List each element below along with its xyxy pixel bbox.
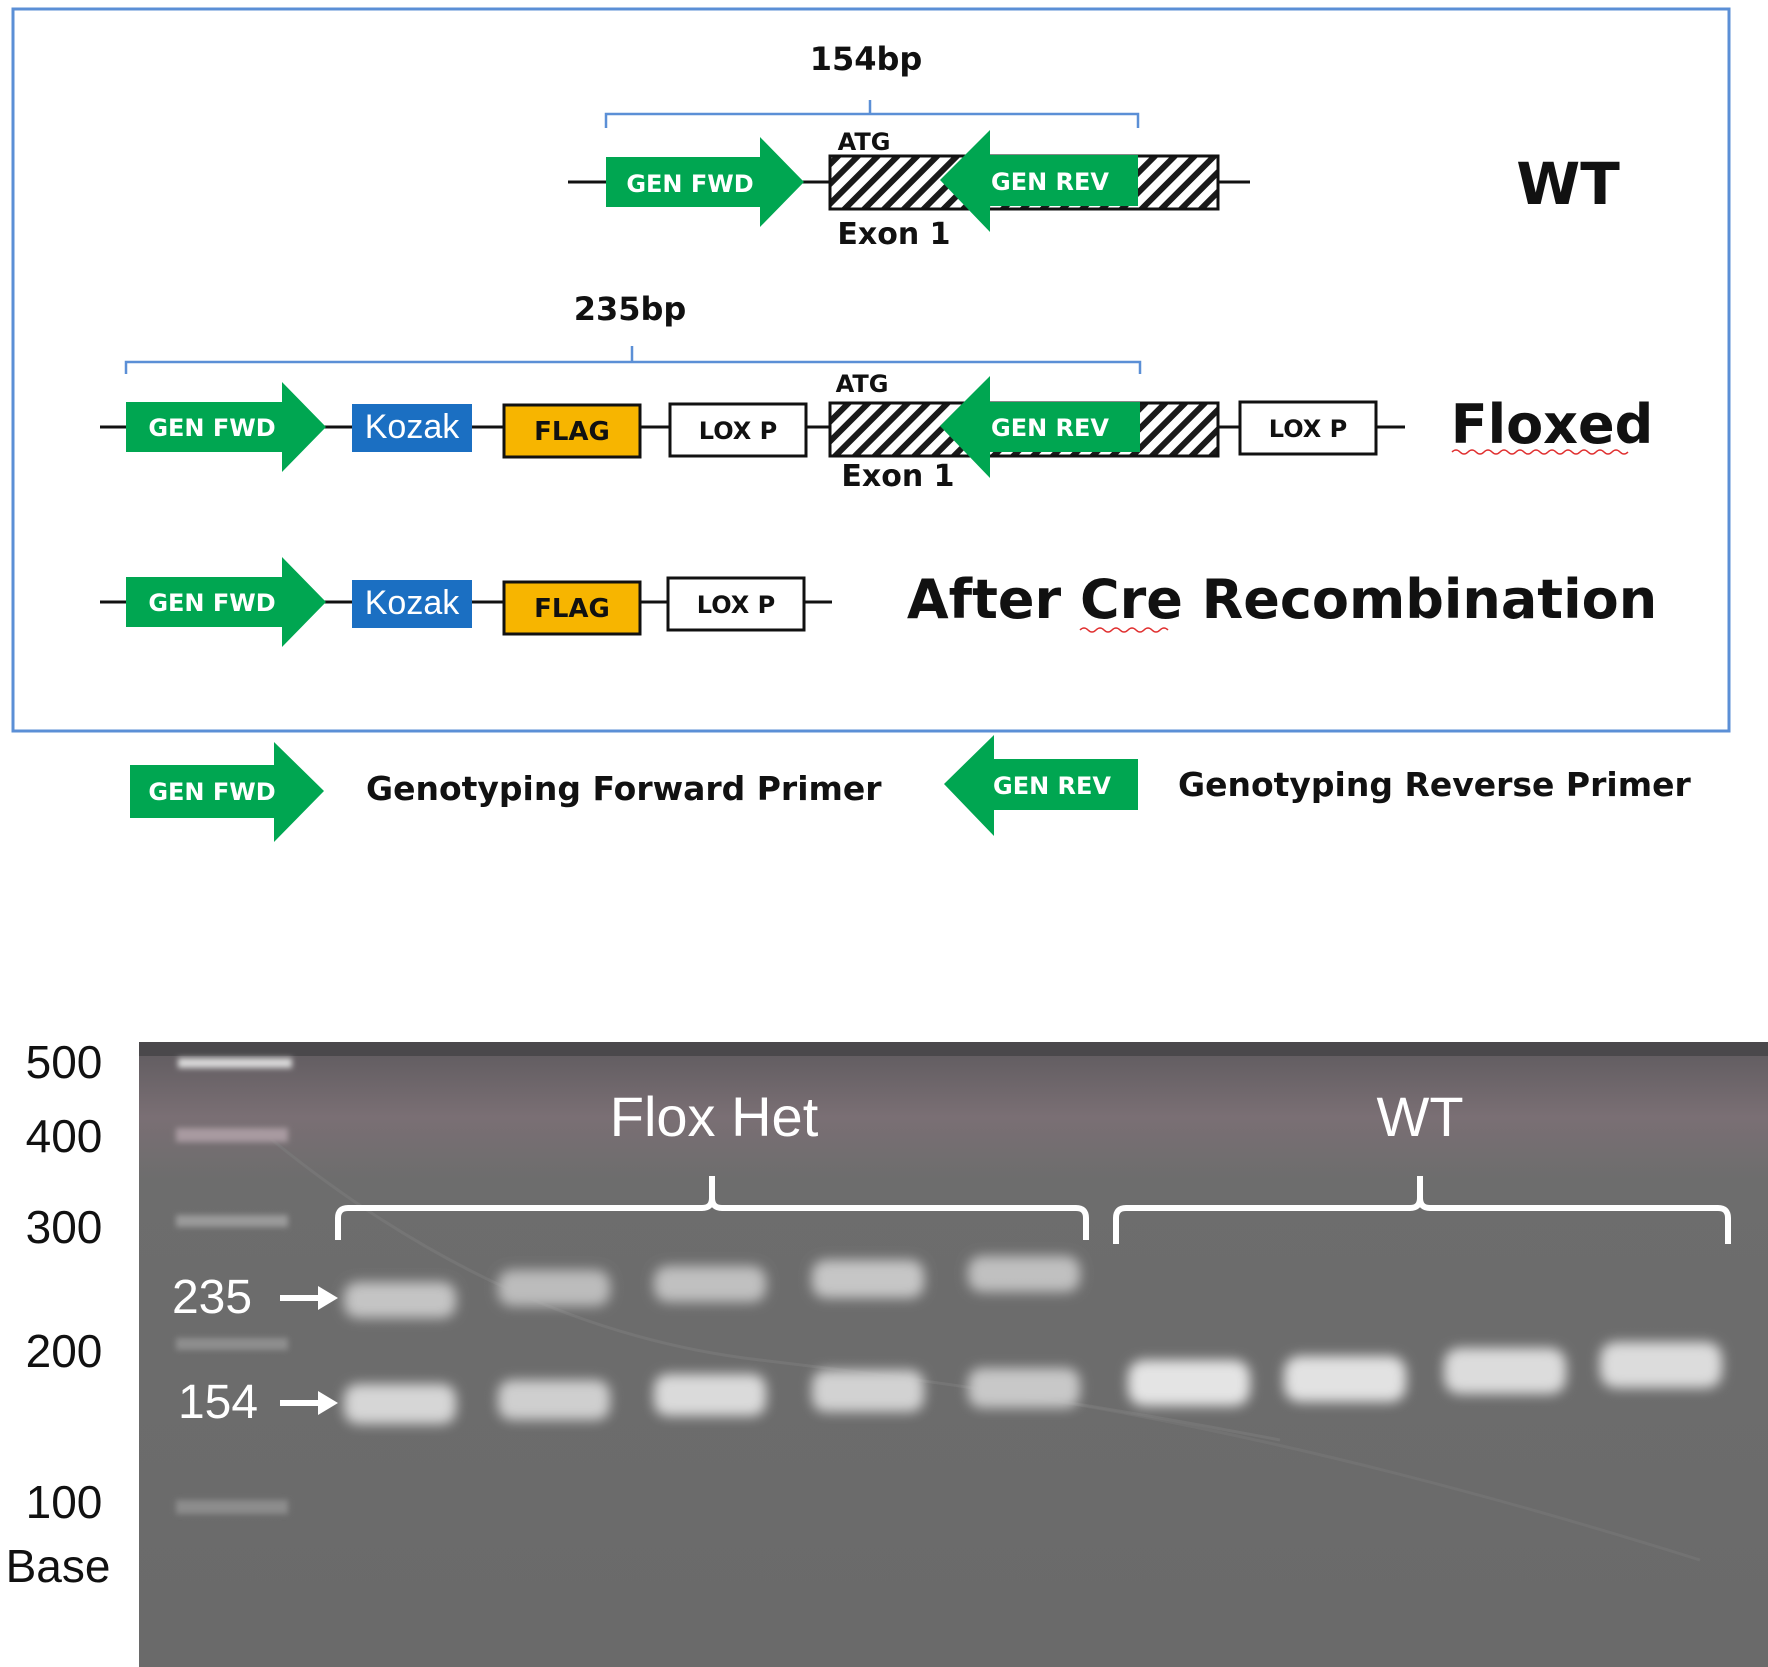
floxed-loxp-box-2 [1238, 400, 1378, 456]
legend-fwd-primer-icon [130, 742, 324, 842]
cre-spellcheck-underline [1079, 627, 1169, 633]
cre-loxp-label: LOX P [697, 591, 775, 619]
cre-loxp-box [666, 576, 806, 632]
gel-group-label-flox-het: Flox Het [610, 1085, 819, 1148]
ladder-lane [176, 1058, 292, 1514]
legend-rev-primer-icon [944, 735, 1138, 836]
ladder-band-300 [176, 1215, 288, 1227]
ladder-well [178, 1058, 292, 1068]
wt-fwd-primer-arrow [606, 137, 804, 227]
ladder-label-300: 300 [26, 1201, 103, 1253]
gel-bracket-flox-het [335, 1176, 1089, 1240]
flox-lane-5-band-235 [968, 1256, 1080, 1292]
wt-row-label: WT [1516, 150, 1620, 218]
gel-ladder-labels: 500 400 300 200 100 Base [6, 1036, 111, 1592]
flox-lane-3-band-235 [654, 1266, 766, 1302]
wt-size-label: 154bp [810, 40, 923, 78]
band-label-154: 154 [178, 1376, 258, 1429]
wt-fwd-primer-label: GEN FWD [626, 170, 753, 198]
flox-het-lanes [344, 1256, 1080, 1424]
primer-legend: GEN FWD Genotyping Forward Primer GEN RE… [130, 735, 1691, 842]
floxed-atg-label: ATG [836, 370, 889, 398]
cre-fwd-primer-arrow [126, 557, 326, 647]
wt-lane-4-band-154 [1600, 1342, 1722, 1388]
wt-rev-primer-label: GEN REV [991, 168, 1109, 196]
flox-lane-5-band-154 [968, 1368, 1080, 1408]
floxed-amplicon-bracket [124, 346, 1142, 374]
flox-lane-1-band-154 [344, 1384, 456, 1424]
wt-lane-1-band-154 [1128, 1360, 1250, 1406]
floxed-rev-primer-label: GEN REV [991, 414, 1109, 442]
wt-rev-primer-arrow [940, 130, 1138, 232]
floxed-construct: 235bp GEN FWD Kozak FLAG LOX P ATG Exon … [100, 290, 1653, 494]
floxed-loxp-label-1: LOX P [699, 417, 777, 445]
flox-lane-4-band-154 [812, 1370, 924, 1412]
band-arrow-235 [280, 1286, 338, 1310]
floxed-flag-label: FLAG [534, 417, 610, 447]
floxed-spellcheck-underline [1451, 449, 1629, 455]
cre-kozak-box [352, 580, 472, 628]
ladder-label-500: 500 [26, 1036, 103, 1088]
floxed-row-label: Floxed [1451, 393, 1654, 456]
wt-lane-3-band-154 [1444, 1348, 1566, 1394]
flox-lane-1-band-235 [344, 1282, 456, 1318]
ladder-label-200: 200 [26, 1325, 103, 1377]
wt-lane-2-band-154 [1284, 1356, 1406, 1402]
cre-flag-label: FLAG [534, 594, 610, 624]
legend-fwd-icon-label: GEN FWD [148, 778, 275, 806]
floxed-rev-primer-arrow [940, 376, 1140, 478]
gel-image: Flox Het WT 235 154 [139, 1042, 1768, 1667]
cre-fwd-primer-label: GEN FWD [148, 589, 275, 617]
gel-streak-2 [1049, 1398, 1701, 1562]
wt-lanes [1128, 1342, 1722, 1406]
diagram-frame [11, 7, 1731, 733]
gel-top-edge [139, 1042, 1768, 1056]
cre-flag-box [502, 580, 642, 636]
cre-construct: GEN FWD Kozak FLAG LOX P After Cre Recom… [100, 557, 1657, 647]
floxed-size-label: 235bp [574, 290, 687, 328]
ladder-band-100 [176, 1500, 288, 1514]
flox-lane-4-band-235 [812, 1260, 924, 1298]
floxed-loxp-box-1 [668, 402, 808, 458]
floxed-fwd-primer-label: GEN FWD [148, 414, 275, 442]
wt-atg-label: ATG [838, 128, 891, 156]
ladder-label-400: 400 [26, 1110, 103, 1162]
legend-rev-icon-label: GEN REV [993, 772, 1111, 800]
flox-lane-2-band-154 [498, 1380, 610, 1420]
legend-rev-text: Genotyping Reverse Primer [1178, 765, 1691, 804]
band-arrow-154 [280, 1391, 338, 1415]
ladder-unit-label: Base [6, 1540, 111, 1592]
floxed-kozak-label: Kozak [365, 408, 460, 446]
legend-fwd-text: Genotyping Forward Primer [366, 769, 882, 808]
flox-lane-3-band-154 [654, 1374, 766, 1416]
ladder-band-400 [176, 1128, 288, 1142]
floxed-flag-box [502, 403, 642, 459]
wt-amplicon-bracket [604, 100, 1140, 128]
ladder-label-100: 100 [26, 1476, 103, 1528]
gel-bracket-wt [1113, 1176, 1731, 1244]
wt-construct: 154bp ATG Exon 1 GEN FWD GEN REV WT [568, 40, 1620, 252]
cre-kozak-label: Kozak [365, 584, 460, 622]
floxed-exon-label: Exon 1 [841, 459, 954, 494]
band-label-235: 235 [172, 1271, 252, 1324]
wt-exon-label: Exon 1 [837, 217, 950, 252]
ladder-band-200 [176, 1338, 288, 1350]
cre-row-label: After Cre Recombination [907, 568, 1657, 631]
gel-group-label-wt: WT [1376, 1085, 1463, 1148]
floxed-loxp-label-2: LOX P [1269, 415, 1347, 443]
floxed-kozak-box [352, 404, 472, 452]
flox-lane-2-band-235 [498, 1270, 610, 1306]
floxed-fwd-primer-arrow [126, 382, 326, 472]
